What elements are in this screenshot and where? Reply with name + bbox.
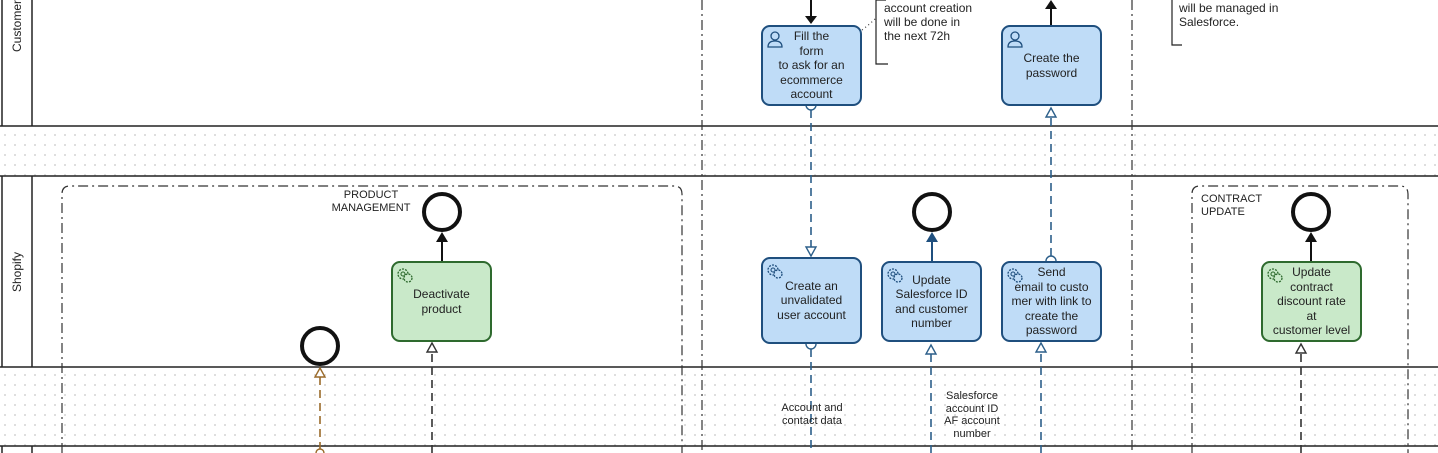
task-fill-form-label: Fill the form to ask for an ecommerce ac… — [778, 29, 845, 102]
end-event-lower[interactable] — [300, 326, 340, 366]
task-send-email-label: Send email to custo mer with link to cre… — [1011, 265, 1092, 338]
annotation-bracket-72h — [875, 0, 888, 65]
message-flow-into-deactivate-product[interactable] — [425, 341, 439, 453]
bottom-lane-edge — [0, 445, 1438, 453]
task-create-unvalidated-account[interactable]: Create an unvalidated user account — [761, 257, 862, 344]
task-update-contract-label: Update contract discount rate at custome… — [1272, 265, 1351, 338]
task-fill-form[interactable]: Fill the form to ask for an ecommerce ac… — [761, 25, 862, 106]
gear-icon — [887, 268, 903, 283]
contract-update-group[interactable] — [1191, 185, 1409, 453]
task-update-contract[interactable]: Update contract discount rate at custome… — [1261, 261, 1362, 342]
task-create-unvalidated-label: Create an unvalidated user account — [777, 278, 846, 322]
task-create-password-label: Create the password — [1023, 51, 1080, 80]
task-create-password[interactable]: Create the password — [1001, 25, 1102, 106]
user-icon — [767, 31, 783, 48]
task-send-email[interactable]: Send email to custo mer with link to cre… — [1001, 261, 1102, 342]
shopify-lane — [0, 175, 1438, 368]
group-label-contract-update: CONTRACT UPDATE — [1201, 193, 1263, 218]
annotation-bracket-salesforce — [1171, 0, 1182, 46]
sequence-flow-into-fill-form[interactable] — [805, 0, 817, 24]
group-label-product-management: PRODUCT MANAGEMENT — [331, 189, 411, 214]
task-update-salesforce-label: Update Salesforce ID and customer number — [895, 272, 968, 331]
gear-icon — [1007, 268, 1023, 283]
sequence-flow-contract-to-end[interactable] — [1305, 232, 1317, 261]
annotation-account-creation: account creation will be done in the nex… — [884, 1, 973, 43]
lane-label-customer-text: Customer — [10, 0, 24, 53]
gear-icon — [397, 268, 413, 283]
customer-lane — [0, 0, 1438, 127]
lane-label-shopify-text: Shopify — [10, 251, 24, 293]
gear-icon — [1267, 268, 1283, 283]
customer-lane-bg — [0, 0, 1438, 126]
flow-label-account-contact: Account and contact data — [781, 402, 843, 427]
annotation-salesforce-managed: will be managed in Salesforce. — [1179, 1, 1279, 29]
sequence-flow-deactivate-to-end[interactable] — [436, 232, 448, 261]
task-deactivate-product[interactable]: Deactivate product — [391, 261, 492, 342]
association-line — [861, 17, 877, 31]
end-event-product[interactable] — [422, 192, 462, 232]
shopify-lane-bg — [0, 176, 1438, 367]
gear-icon — [767, 264, 783, 279]
task-deactivate-product-label: Deactivate product — [413, 287, 470, 316]
message-flow-into-update-contract[interactable] — [1294, 342, 1308, 453]
product-management-group[interactable] — [61, 185, 683, 453]
end-event-contract[interactable] — [1291, 192, 1331, 232]
message-flow-into-end-event[interactable] — [313, 366, 327, 453]
message-flow-salesforce-id-in[interactable] — [924, 343, 938, 453]
message-flow-into-send-email[interactable] — [1034, 341, 1048, 453]
end-event-salesforce[interactable] — [912, 192, 952, 232]
flow-label-salesforce-account: Salesforce account ID AF account number — [944, 390, 1000, 440]
task-update-salesforce[interactable]: Update Salesforce ID and customer number — [881, 261, 982, 342]
sequence-flow-salesforce-to-end[interactable] — [926, 232, 938, 261]
user-icon — [1007, 31, 1023, 48]
sequence-flow-from-create-password[interactable] — [1045, 0, 1057, 26]
